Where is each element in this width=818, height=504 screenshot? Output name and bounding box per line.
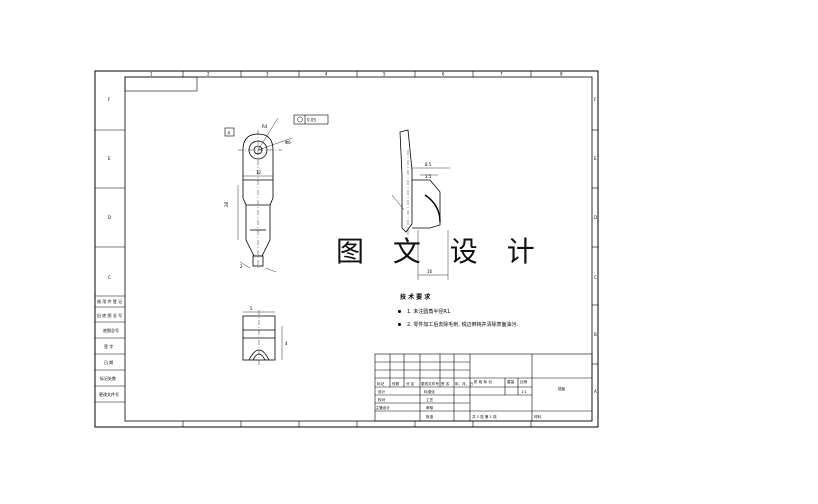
border-letter-right: C <box>594 275 597 280</box>
border-number: 4 <box>325 72 328 77</box>
dim-side-a: 8.5 <box>425 162 432 167</box>
svg-text:签 字: 签 字 <box>104 343 113 349</box>
border-number: 7 <box>500 72 503 77</box>
svg-text:共 1 张 第 1 张: 共 1 张 第 1 张 <box>472 414 497 419</box>
border-number: 3 <box>266 72 269 77</box>
border-number: 1 <box>150 72 153 77</box>
note-item: 2. 零件加工后去除毛刺, 锐边倒钝并清除表面油污. <box>398 321 518 328</box>
border-number: 2 <box>207 72 210 77</box>
svg-text:标准化: 标准化 <box>424 389 435 394</box>
svg-text:签 名: 签 名 <box>441 381 450 386</box>
left-column-table <box>95 306 125 403</box>
top-left-box <box>124 76 198 92</box>
svg-text:分 区: 分 区 <box>406 381 415 386</box>
svg-text:更改文件号: 更改文件号 <box>99 391 119 397</box>
dim-width: 12 <box>256 170 262 175</box>
left-column-text: 借 用 件 登 记 旧 底 图 总 号 底图总号 签 字 日 期 标记处数 更改… <box>97 298 122 397</box>
svg-text:批准: 批准 <box>426 414 434 419</box>
bullet-icon <box>398 323 401 326</box>
bottom-view <box>242 310 283 365</box>
svg-text:主管设计: 主管设计 <box>376 405 391 410</box>
dim-radius: R4 <box>262 124 268 129</box>
datum-box <box>224 127 235 137</box>
svg-text:工艺: 工艺 <box>426 397 434 402</box>
dim-hole: Φ6 <box>285 140 291 145</box>
notes-title: 技 术 要 求 <box>400 294 431 301</box>
border-letter: E <box>108 156 111 161</box>
dim-side-c: 16 <box>427 269 433 274</box>
dim-side-b: 3.5 <box>425 174 432 179</box>
svg-text:阶 段 标 记: 阶 段 标 记 <box>474 379 492 384</box>
title-block-grid <box>374 353 593 422</box>
svg-text:处数: 处数 <box>392 381 400 386</box>
dim-bottom-h: 4 <box>285 341 288 346</box>
svg-text:标记处数: 标记处数 <box>100 375 116 381</box>
zone-ticks <box>95 71 598 427</box>
svg-text:旧 底 图 总 号: 旧 底 图 总 号 <box>97 312 122 318</box>
border-letter-right: D <box>594 215 597 220</box>
border-letter: D <box>108 215 111 220</box>
watermark-text: 图 文 设 计 <box>336 235 545 268</box>
front-view <box>237 117 293 273</box>
border-letter: C <box>108 275 111 280</box>
side-view <box>391 129 450 280</box>
border-labels: 1 2 3 4 5 6 7 8 F E D C F E D C B A <box>108 72 597 395</box>
dim-length: 28 <box>224 201 229 207</box>
svg-text:1:1: 1:1 <box>521 390 527 394</box>
svg-text:标记: 标记 <box>377 381 385 386</box>
border-number: 6 <box>442 72 445 77</box>
svg-text:借 用 件 登 记: 借 用 件 登 记 <box>97 298 122 304</box>
border-number: 5 <box>383 72 386 77</box>
border-letter-right: F <box>594 97 597 102</box>
svg-text:审核: 审核 <box>426 405 434 410</box>
border-letter: F <box>108 97 111 102</box>
dimension-labels: A 0.05 R4 Φ6 28 12 8.5 3.5 16 5 4 2 <box>224 118 433 347</box>
svg-text:材料: 材料 <box>534 414 542 419</box>
bullet-icon <box>398 310 401 313</box>
outer-frame <box>94 70 599 428</box>
dim-tip: 2 <box>240 264 243 269</box>
svg-text:底图总号: 底图总号 <box>103 327 119 333</box>
flatness-value: 0.05 <box>307 118 316 123</box>
svg-text:年、月、日: 年、月、日 <box>455 381 473 386</box>
border-letter-right: A <box>594 389 597 394</box>
border-letter-right: E <box>594 156 597 161</box>
svg-text:设计: 设计 <box>378 389 386 394</box>
svg-text:比例: 比例 <box>520 379 528 384</box>
flatness-symbol <box>297 116 303 123</box>
dim-bottom-w: 5 <box>250 306 253 311</box>
note-item: 1. 未注圆角半径R1. <box>398 308 452 315</box>
title-block-text: 标记 处数 分 区 更改文件号 签 名 年、月、日 设计 标准化 校对 工艺 主… <box>376 379 566 419</box>
svg-text:重量: 重量 <box>507 379 515 384</box>
border-letter-right: B <box>594 332 597 337</box>
svg-text:日 期: 日 期 <box>104 359 113 365</box>
tolerance-frame <box>293 114 329 125</box>
datum-label: A <box>228 131 231 136</box>
svg-text:插板: 插板 <box>558 386 566 391</box>
border-number: 8 <box>560 72 563 77</box>
svg-text:校对: 校对 <box>378 397 386 402</box>
inner-frame <box>124 76 593 422</box>
svg-text:更改文件号: 更改文件号 <box>421 381 439 386</box>
